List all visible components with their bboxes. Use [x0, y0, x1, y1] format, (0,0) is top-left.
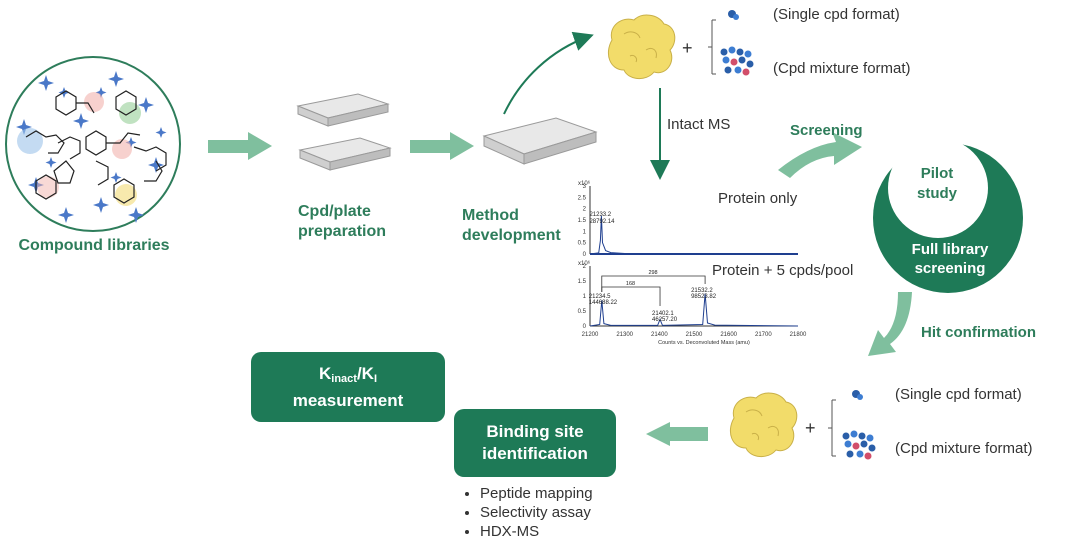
single-cpd-format-top: (Single cpd format): [773, 6, 900, 23]
y-tick-label: 2: [583, 207, 587, 213]
spectrum-series-line: [589, 293, 799, 327]
y-multiplier-label: x10⁶: [578, 180, 591, 187]
peak-label: 21402.1: [652, 311, 674, 317]
protein-icon: [608, 14, 676, 79]
x-tick-label: 21500: [686, 332, 703, 338]
spectrum-title-protein-only: Protein only: [718, 190, 798, 207]
peak-label: 21234.5: [589, 294, 611, 300]
plate-icon: [298, 137, 392, 171]
bracket-icon-bottom: [828, 390, 876, 460]
list-item: Selectivity assay: [480, 503, 593, 522]
kinact-measurement-box: Kinact/KI measurement: [251, 352, 445, 422]
spectrum-series-line: [589, 215, 799, 255]
peak-label: 98523.82: [691, 294, 717, 300]
arrow-plates-to-method: [410, 132, 474, 160]
list-item: HDX-MS: [480, 522, 593, 541]
arrow-confirmation-to-binding: [646, 422, 708, 446]
y-tick-label: 1: [583, 229, 587, 235]
peak-label: 21532.2: [691, 288, 713, 294]
spectrum-title-protein-pool: Protein + 5 cpds/pool: [712, 262, 854, 279]
x-tick-label: 21300: [616, 332, 633, 338]
screening-arrow: [778, 132, 862, 178]
peak-label: 46257.20: [652, 317, 678, 323]
bracket-label: 298: [648, 270, 657, 276]
cpd-plate-label: Cpd/plate preparation: [298, 203, 387, 240]
y-tick-label: 1: [583, 294, 587, 300]
x-tick-label: 21400: [651, 332, 668, 338]
y-tick-label: 0.5: [578, 309, 587, 315]
bracket-icon: [708, 10, 754, 76]
y-tick-label: 1.5: [578, 279, 587, 285]
screening-crescent: [873, 138, 1023, 293]
plus-sign-bottom: +: [805, 418, 816, 438]
screening-label: Screening: [790, 122, 863, 139]
y-tick-label: 0.5: [578, 241, 587, 247]
y-tick-label: 0: [583, 324, 587, 330]
pilot-study-label: Pilot study: [916, 165, 957, 202]
single-cpd-format-bottom: (Single cpd format): [895, 386, 1022, 403]
method-plate-icon: [482, 117, 598, 165]
y-tick-label: 2.5: [578, 195, 587, 201]
peak-label: 21233.2: [589, 212, 611, 218]
plate-icon: [296, 93, 390, 127]
kinact-measurement-text: measurement: [292, 390, 404, 410]
method-development-label: Method development: [462, 207, 561, 244]
cpd-mixture-format-bottom: (Cpd mixture format): [895, 440, 1033, 457]
peak-label: 28792.14: [589, 219, 615, 225]
compound-libraries-label: Compound libraries: [18, 237, 170, 254]
y-tick-label: 2: [583, 264, 587, 270]
plate-stack-icon: [296, 93, 392, 171]
curved-arrow-to-protein: [503, 31, 594, 115]
protein-icon-bottom: [730, 392, 798, 457]
x-axis-label: Counts vs. Deconvoluted Mass (amu): [658, 340, 750, 346]
y-tick-label: 3: [583, 184, 587, 190]
y-multiplier-label: x10⁶: [578, 260, 591, 267]
hit-confirmation-label: Hit confirmation: [921, 324, 1036, 341]
x-tick-label: 21800: [790, 332, 807, 338]
mass-shift-bracket: [601, 286, 661, 306]
intact-ms-label: Intact MS: [667, 116, 731, 133]
bracket-label: 168: [626, 281, 635, 287]
single-compound-icon: [852, 390, 863, 400]
ms-spectra-chart: x10⁶00.511.522.53x10⁶00.511.5221233.2287…: [578, 180, 807, 346]
binding-site-box: Binding site identification: [454, 409, 616, 477]
arrow-libraries-to-plates: [208, 132, 272, 160]
hit-confirmation-arrow: [868, 292, 912, 356]
x-tick-label: 21200: [582, 332, 599, 338]
compound-mixture-icon: [842, 430, 876, 460]
kinact-formula: Kinact/KI: [318, 363, 378, 385]
mass-shift-bracket: [601, 275, 706, 292]
y-tick-label: 0: [583, 252, 587, 258]
single-compound-icon: [728, 10, 739, 20]
x-tick-label: 21600: [720, 332, 737, 338]
full-library-label: Full library screening: [911, 241, 989, 277]
peak-label: 144688.22: [589, 300, 618, 306]
x-tick-label: 21700: [755, 332, 772, 338]
compound-structures: [16, 71, 167, 223]
list-item: Peptide mapping: [480, 484, 593, 503]
compound-mixture-icon: [720, 46, 754, 76]
y-tick-label: 1.5: [578, 218, 587, 224]
cpd-mixture-format-top: (Cpd mixture format): [773, 60, 911, 77]
plus-sign: +: [682, 38, 693, 58]
binding-methods-list: Peptide mapping Selectivity assay HDX-MS: [458, 484, 593, 541]
